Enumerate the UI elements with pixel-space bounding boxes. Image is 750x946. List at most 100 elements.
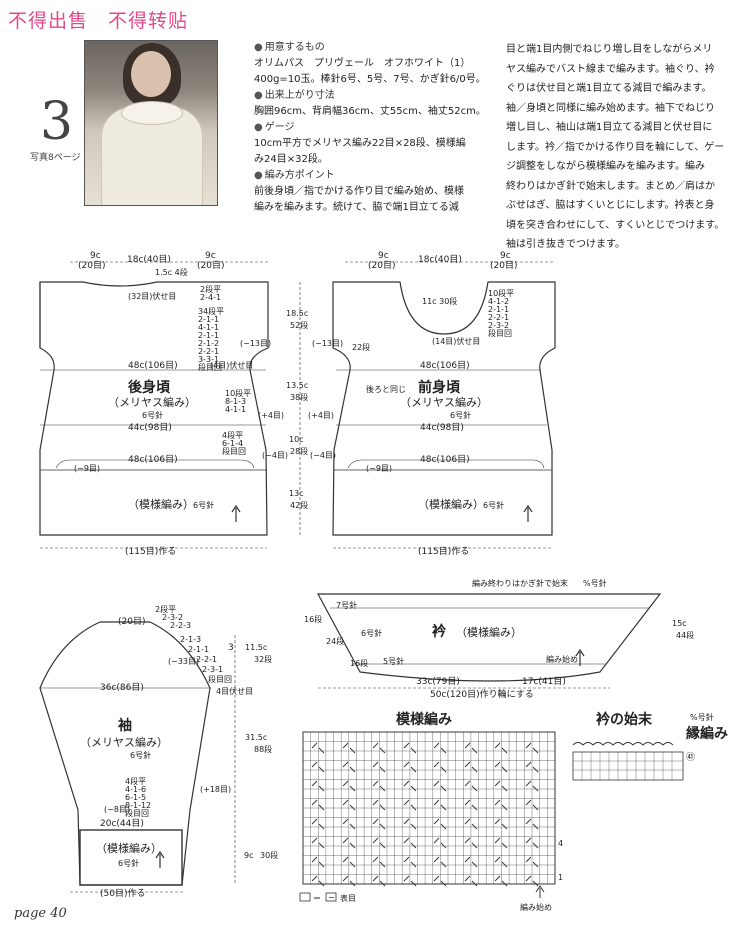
back-minus13: (−13目) (240, 339, 271, 348)
back-minus9: (−9目) (74, 464, 100, 473)
collar-front-width: 33c(79目) (416, 676, 460, 687)
front-plus4: (+4目) (308, 411, 334, 420)
edge-marker: ㊶ (686, 752, 695, 763)
front-ribbing: （模様編み） (418, 497, 484, 511)
size-heading: 出来上がり寸法 (254, 88, 492, 104)
back-ribbing-needle: 6号針 (193, 500, 214, 510)
back-side-dec: 4段平 (222, 430, 243, 440)
front-shoulder-left-sts: (20目) (368, 260, 395, 271)
collar-title: 衿 (432, 623, 447, 640)
edge-sub: 縁編み (686, 725, 728, 742)
back-height-1-rows: 52段 (290, 320, 308, 330)
points-line: 編みを編みます。続けて、脇で端1目立てる減 (254, 202, 459, 213)
gauge-line: み24目×32段。 (254, 154, 328, 165)
collar-rows-2: 24段 (326, 636, 344, 646)
front-minus4: (−4目) (310, 451, 336, 460)
front-minus9: (−9目) (366, 464, 392, 473)
materials-line: 400g=10玉。棒針6号、5号、7号、かぎ針6/0号。 (254, 74, 486, 85)
back-bust-width: 48c(106目) (128, 360, 178, 371)
points-line: 増し目し、袖山は端1目立てる減目と伏せ目に (506, 122, 713, 133)
back-cast-on: (115目)作る (125, 545, 176, 557)
sleeve-cuff-width: 20c(44目) (100, 818, 144, 829)
back-side-inc: 10段平 (225, 388, 251, 398)
back-side-dec: 段目回 (222, 446, 246, 456)
pattern-legend-text: 表目 (340, 893, 356, 903)
back-title: 後身頃 (128, 379, 171, 396)
collar-end-hook: %号針 (583, 578, 607, 588)
back-bust-bind: (4目)伏せ目 (210, 360, 253, 370)
pattern-legend-eq: ＝ (313, 894, 321, 903)
points-line: 袖／身頃と同様に編み始めます。袖下でねじり (506, 102, 715, 114)
front-neck-depth: 11c 30段 (422, 296, 457, 306)
points-line: 終わりはかぎ針で始末します。まとめ／肩はか (506, 180, 715, 192)
back-armhole-dec: 2-1-1 (198, 315, 219, 324)
front-hem-width: 48c(106目) (420, 454, 470, 465)
back-neck-width: 18c(40目) (127, 254, 171, 265)
photo-reference: 写真8ページ (30, 153, 81, 163)
instructions-column-1: 用意するもの オリムパス プリヴェール オフホワイト（1） 400g=10玉。棒… (254, 40, 492, 216)
back-shoulder-left: 9c (90, 251, 101, 261)
back-height-3-rows: 28段 (290, 446, 308, 456)
points-line: ヤス編みでバスト線まで編みます。袖ぐり、衿 (506, 63, 715, 75)
collar-end-note: 編み終わりはかぎ針で始末 (472, 578, 568, 588)
back-hem-width: 48c(106目) (128, 454, 178, 465)
front-neck-dec: 10段平 (488, 288, 514, 298)
front-neck-bind: (14目)伏せ目 (432, 336, 480, 346)
back-outline (39, 281, 269, 536)
points-line: 袖は引き抜きでつけます。 (506, 239, 625, 250)
materials-line: オリムパス プリヴェール オフホワイト（1） (254, 58, 471, 69)
collar-outline (316, 593, 662, 682)
watermark-text: 不得出售 不得转贴 (8, 10, 189, 32)
sleeve-minus8: (−8目) (104, 805, 130, 814)
back-minus4: (−4目) (262, 451, 288, 460)
points-line: ぐりは伏せ目と端1目立てる減目で編みます。 (506, 83, 712, 94)
points-line: ぶせはぎ、脇はすくいとじにします。衿表と身 (506, 200, 715, 211)
back-side-dec: 6-1-4 (222, 439, 243, 448)
size-line: 胸囲96cm、背肩幅36cm、丈55cm、袖丈52cm。 (254, 106, 486, 117)
materials-heading: 用意するもの (254, 40, 492, 56)
points-heading: 編み方ポイント (254, 168, 492, 184)
model-photo (84, 40, 218, 206)
sleeve-cuff-rows: 30段 (260, 850, 278, 860)
sleeve-stitch: （メリヤス編み） (80, 735, 168, 749)
sleeve-needle: 6号針 (130, 750, 151, 760)
front-outline (332, 281, 556, 536)
back-height-2: 13.5c (286, 381, 308, 390)
back-shoulder-right-sts: (20目) (197, 260, 224, 271)
back-neck-dec: 2段平 (200, 284, 221, 294)
front-neck-dec: 2-1-1 (488, 305, 509, 314)
collar-total: 50c(120目)作り輪にする (430, 688, 534, 700)
back-needle: 6号針 (142, 410, 163, 420)
back-waist-width: 44c(98目) (128, 422, 172, 433)
points-line: 目と端1目内側でねじり増し目をしながらメリ (506, 44, 713, 55)
back-neck-depth: 1.5c 4段 (155, 267, 188, 277)
back-height-1: 18.5c (286, 309, 308, 318)
sleeve-width: 36c(86目) (100, 682, 144, 693)
front-minus13: (−13目) (312, 339, 343, 348)
back-height-3: 10c (289, 435, 304, 444)
front-shoulder-left: 9c (378, 251, 389, 261)
sleeve-cap-dec: 2段平 (155, 604, 176, 614)
back-armhole-dec: 4-1-1 (198, 323, 219, 332)
front-neck-dec: 段目回 (488, 328, 512, 338)
sleeve-gt3: 3 (228, 643, 234, 653)
collar-height: 15c (672, 619, 687, 628)
instructions-column-2: 目と端1目内側でねじり増し目をしながらメリ ヤス編みでバスト線まで編みます。袖ぐ… (506, 40, 738, 255)
collar-5-needle: 5号針 (383, 656, 404, 666)
sleeve-inc: 4-1-6 (125, 785, 146, 794)
sleeve-cuff-height: 9c (244, 851, 254, 860)
collar-rows-1: 16段 (304, 614, 322, 624)
sleeve-cap-rows: 32段 (254, 654, 272, 664)
collar-stitch: （模様編み） (456, 625, 522, 639)
front-back-note: 後ろと同じ (366, 384, 406, 394)
back-height-4: 13c (289, 489, 304, 498)
sleeve-cap-dec: 2-2-1 (196, 655, 217, 664)
photo-face (131, 51, 171, 97)
front-shoulder-right: 9c (500, 251, 511, 261)
front-neck-dec: 2-3-2 (488, 321, 509, 330)
pattern-row-number: 1 (558, 873, 563, 882)
front-needle: 6号針 (450, 410, 471, 420)
sleeve-inc: 4段平 (125, 776, 146, 786)
points-line: します。衿／指でかける作り目を輪にして、ゲー (506, 141, 725, 153)
